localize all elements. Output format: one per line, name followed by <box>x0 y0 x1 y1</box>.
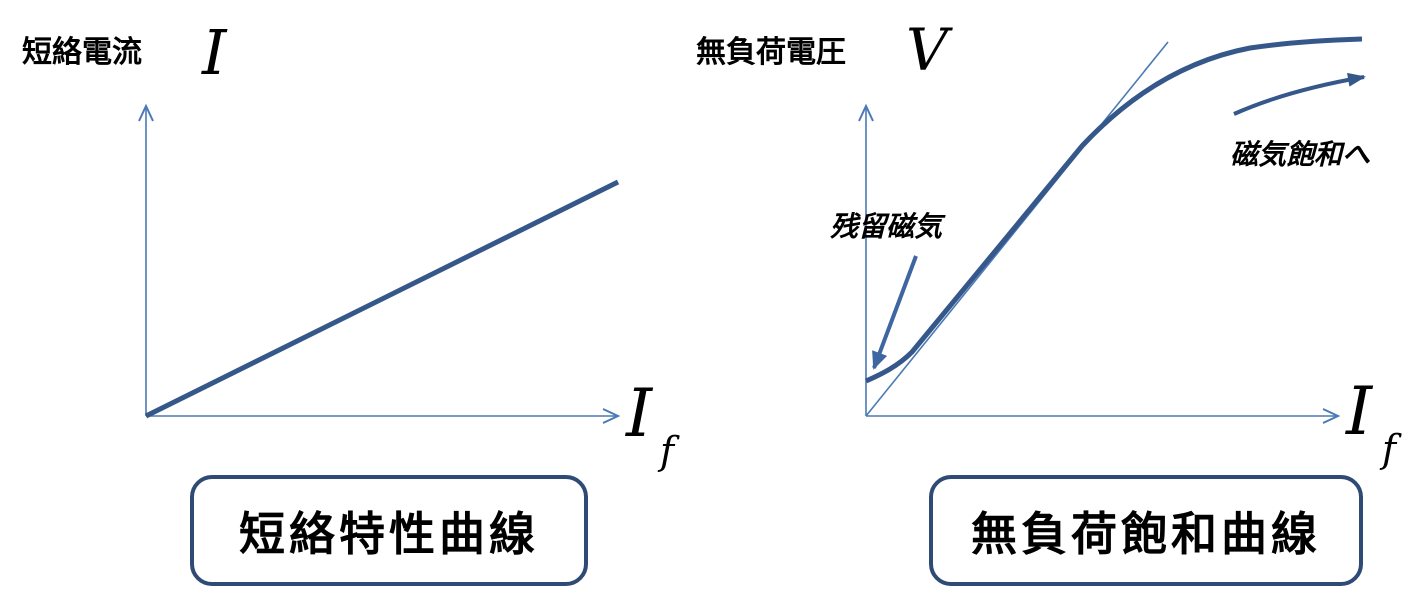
residual-magnetism-arrow <box>872 255 918 370</box>
left-panel: 短絡電流 I I f <box>22 16 680 473</box>
right-y-axis-symbol: V <box>906 16 953 84</box>
left-y-axis-symbol: I <box>201 16 228 89</box>
right-y-axis-label: 無負荷電圧 <box>696 35 846 70</box>
short-circuit-caption-box: 短絡特性曲線 <box>190 475 588 586</box>
saturation-arrow <box>1233 72 1366 116</box>
magnetic-saturation-label: 磁気飽和へ <box>1230 138 1371 171</box>
right-x-axis-symbol: I <box>1345 373 1374 450</box>
residual-magnetism-label: 残留磁気 <box>830 210 946 243</box>
no-load-saturation-curve <box>864 36 1363 384</box>
right-panel: 無負荷電圧 V 残留磁気 磁気飽和へ I f <box>696 16 1402 471</box>
left-x-axis-symbol: I <box>625 375 654 452</box>
short-circuit-characteristic-line <box>144 179 620 419</box>
no-load-saturation-caption-box: 無負荷飽和曲線 <box>929 475 1363 586</box>
left-x-axis-subscript: f <box>657 429 680 473</box>
left-y-axis-label: 短絡電流 <box>22 35 142 70</box>
right-x-axis-subscript: f <box>1379 427 1402 471</box>
no-load-saturation-caption: 無負荷飽和曲線 <box>971 506 1321 561</box>
air-gap-line <box>865 41 1169 417</box>
short-circuit-caption: 短絡特性曲線 <box>239 506 539 561</box>
